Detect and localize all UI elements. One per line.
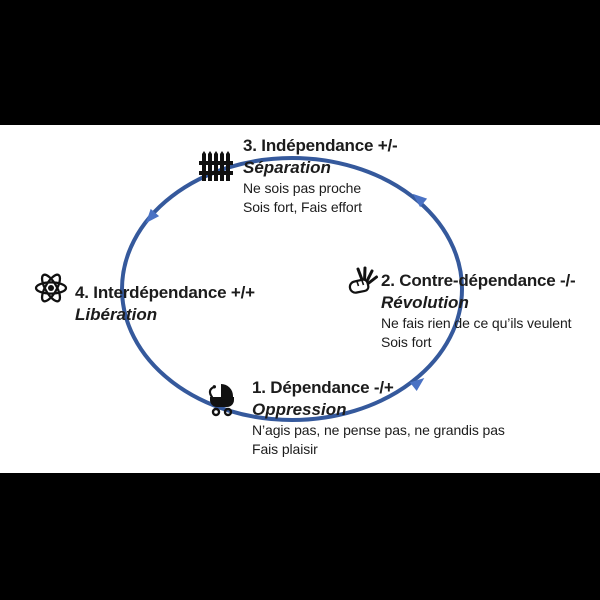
- letterbox-bottom: [0, 473, 600, 600]
- flow-arrowhead-right-to-top: [412, 193, 428, 208]
- flow-arrowhead-top-to-left: [145, 208, 160, 224]
- flow-arrowhead-bottom-to-right: [409, 378, 425, 391]
- letterbox-top: [0, 0, 600, 125]
- cycle-ellipse: [120, 156, 464, 422]
